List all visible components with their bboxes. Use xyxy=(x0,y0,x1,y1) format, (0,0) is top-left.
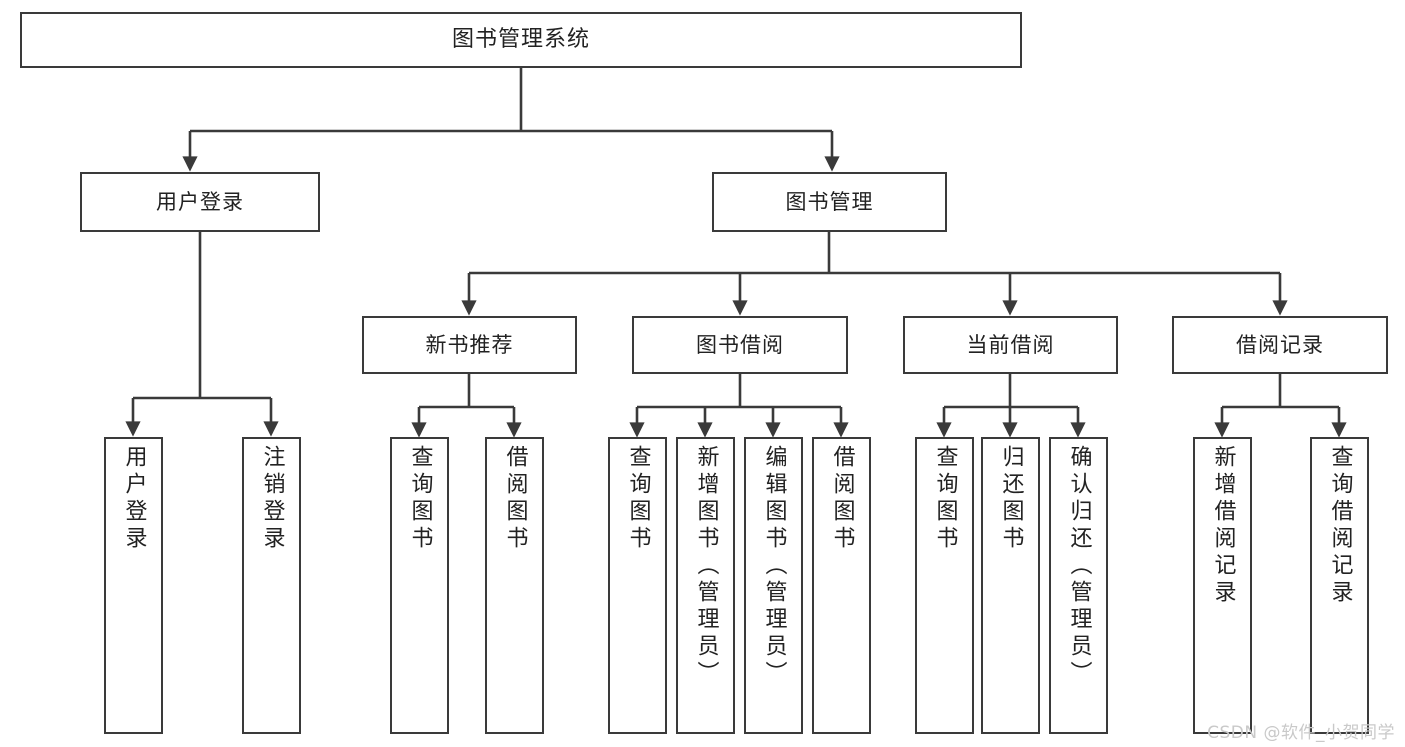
node-label: 归还图书 xyxy=(998,445,1024,553)
leaf-book-borrow-edit-book-admin[interactable]: 编辑图书（管理员） xyxy=(744,437,803,734)
node-label: 确认归还（管理员） xyxy=(1066,445,1092,688)
node-label: 新增图书（管理员） xyxy=(693,445,719,688)
leaf-borrow-record-add-record[interactable]: 新增借阅记录 xyxy=(1193,437,1252,734)
node-label: 编辑图书（管理员） xyxy=(761,445,787,688)
node-label: 图书管理 xyxy=(785,189,874,214)
leaf-user-login-logout[interactable]: 注销登录 xyxy=(242,437,301,734)
node-label: 新增借阅记录 xyxy=(1210,445,1236,607)
node-label: 查询图书 xyxy=(625,445,651,553)
leaf-user-login-login[interactable]: 用户登录 xyxy=(104,437,163,734)
node-label: 新书推荐 xyxy=(425,332,514,357)
node-book-borrow[interactable]: 图书借阅 xyxy=(632,316,848,374)
node-new-book-recommend[interactable]: 新书推荐 xyxy=(362,316,577,374)
leaf-book-borrow-add-book-admin[interactable]: 新增图书（管理员） xyxy=(676,437,735,734)
leaf-new-book-query-book[interactable]: 查询图书 xyxy=(390,437,449,734)
node-user-login[interactable]: 用户登录 xyxy=(80,172,320,232)
leaf-borrow-record-query-record[interactable]: 查询借阅记录 xyxy=(1310,437,1369,734)
node-label: 查询图书 xyxy=(932,445,958,553)
node-label: 图书借阅 xyxy=(696,332,784,357)
node-label: 注销登录 xyxy=(259,445,285,553)
node-label: 借阅记录 xyxy=(1236,332,1324,357)
leaf-new-book-borrow-book[interactable]: 借阅图书 xyxy=(485,437,544,734)
node-label: 当前借阅 xyxy=(966,332,1055,357)
leaf-book-borrow-query-book[interactable]: 查询图书 xyxy=(608,437,667,734)
node-book-management[interactable]: 图书管理 xyxy=(712,172,947,232)
leaf-current-borrow-return-book[interactable]: 归还图书 xyxy=(981,437,1040,734)
node-label: 借阅图书 xyxy=(829,445,855,553)
leaf-current-borrow-query-book[interactable]: 查询图书 xyxy=(915,437,974,734)
node-label: 用户登录 xyxy=(121,445,147,553)
node-label: 图书管理系统 xyxy=(451,27,590,53)
node-label: 查询图书 xyxy=(407,445,433,553)
node-label: 查询借阅记录 xyxy=(1327,445,1353,607)
node-current-borrow[interactable]: 当前借阅 xyxy=(903,316,1118,374)
node-root-system[interactable]: 图书管理系统 xyxy=(20,12,1022,68)
leaf-current-borrow-confirm-return-admin[interactable]: 确认归还（管理员） xyxy=(1049,437,1108,734)
node-label: 用户登录 xyxy=(156,189,244,214)
leaf-book-borrow-borrow-book[interactable]: 借阅图书 xyxy=(812,437,871,734)
node-borrow-record[interactable]: 借阅记录 xyxy=(1172,316,1388,374)
node-label: 借阅图书 xyxy=(502,445,528,553)
watermark: CSDN @软件_小贺同学 xyxy=(1207,723,1395,743)
